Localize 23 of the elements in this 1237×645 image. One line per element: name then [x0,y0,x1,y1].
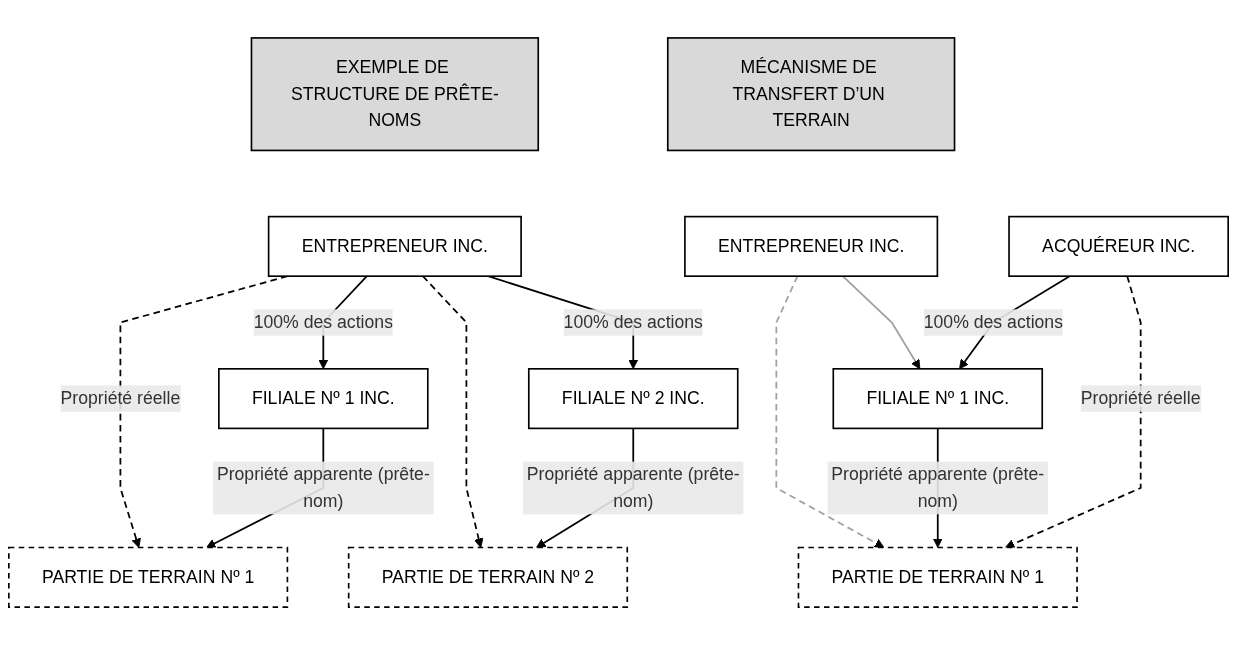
node-box: PARTIE DE TERRAIN Nº 1 [797,546,1078,608]
edge-label: 100% des actions [923,312,1064,332]
edge-label: Propriété réelle [1080,388,1201,408]
arrow [775,275,885,548]
node-box: FILIALE Nº 2 INC. [527,368,739,430]
node-box: PARTIE DE TERRAIN Nº 2 [347,546,629,608]
edge-label: 100% des actions [563,312,703,332]
node-box: EXEMPLE DE STRUCTURE DE PRÊTE-NOMS [250,37,540,152]
node-box: FILIALE Nº 1 INC. [832,368,1044,430]
node-box: ACQUÉREUR INC. [1008,215,1229,277]
node-box: FILIALE Nº 1 INC. [218,368,429,430]
edge-label: 100% des actions [253,312,393,332]
node-box: PARTIE DE TERRAIN Nº 1 [8,546,289,608]
edge-label: Propriété apparente (prête-nom) [831,464,1045,511]
edge-label: Propriété réelle [60,388,181,408]
edge-label: Propriété apparente (prête-nom) [526,464,740,511]
node-box: ENTREPRENEUR INC. [684,215,939,277]
node-box: MÉCANISME DE TRANSFERT D’UN TERRAIN [666,37,956,152]
arrow [1004,275,1142,549]
edge-label: Propriété apparente (prête-nom) [216,464,430,511]
arrow [841,275,921,370]
node-box: ENTREPRENEUR INC. [267,215,522,277]
arrow [421,275,484,548]
